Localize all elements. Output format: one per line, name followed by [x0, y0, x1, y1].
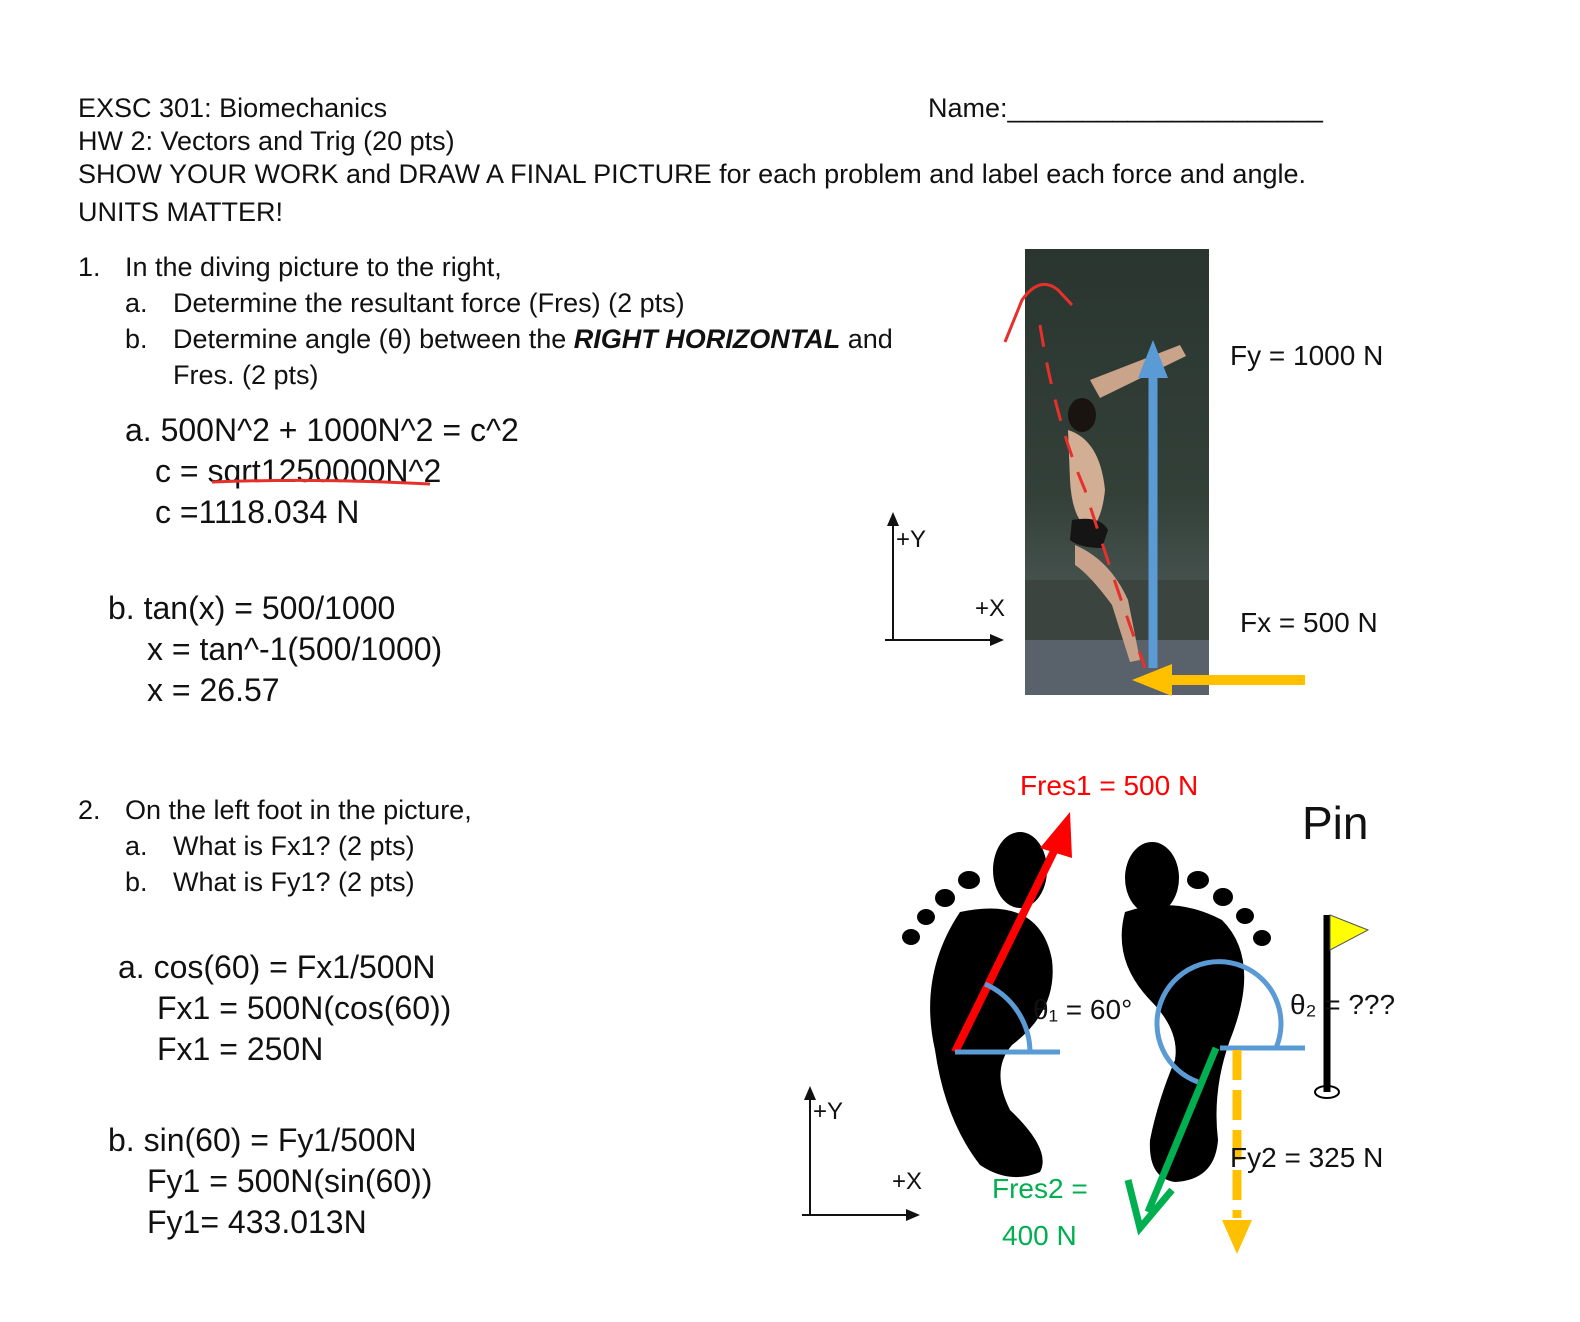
- p2-b-marker: b.: [125, 867, 148, 897]
- p2-answer-a-line2: Fx1 = 500N(cos(60)): [157, 990, 452, 1026]
- fx-arrow: [1132, 664, 1305, 696]
- theta1-label: θ₁ = 60°: [1033, 994, 1133, 1025]
- fres2-label-line1: Fres2 =: [992, 1173, 1088, 1204]
- p2-answer-b-line3: Fy1= 433.013N: [147, 1204, 367, 1240]
- name-field: Name:_____________________: [928, 92, 1323, 125]
- p2-answer-a-line3: Fx1 = 250N: [157, 1031, 324, 1067]
- p1-answer-b-line1: b. tan(x) = 500/1000: [108, 590, 396, 626]
- p1-b-text-emph: RIGHT HORIZONTAL: [573, 324, 841, 354]
- annotation-underline: [211, 478, 431, 486]
- p1-answer-a-line1: a. 500N^2 + 1000N^2 = c^2: [125, 412, 519, 448]
- course-title: EXSC 301: Biomechanics: [78, 93, 388, 123]
- trajectory-annotation: [1003, 282, 1147, 669]
- fy2-arrow: [1222, 1050, 1252, 1254]
- fy-arrow: [1138, 340, 1168, 668]
- theta2-label: θ₂ = ???: [1290, 989, 1396, 1020]
- p2-answer-b-line1: b. sin(60) = Fy1/500N: [108, 1122, 417, 1158]
- p2-answer-b-line2: Fy1 = 500N(sin(60)): [147, 1163, 433, 1199]
- p2-axis-y-label: +Y: [813, 1098, 844, 1125]
- p2-prompt: On the left foot in the picture,: [125, 795, 472, 825]
- p1-a-text: Determine the resultant force (Fres) (2 …: [173, 288, 685, 318]
- p1-b-marker: b.: [125, 324, 148, 354]
- fres2-arrow: [1124, 1046, 1220, 1236]
- instructions: SHOW YOUR WORK and DRAW A FINAL PICTURE …: [78, 159, 1306, 189]
- p1-b-text-line2: Fres. (2 pts): [173, 360, 319, 390]
- p1-b-text-after: and: [840, 324, 893, 354]
- name-label: Name:: [928, 93, 1008, 123]
- p1-axis-y-label: +Y: [896, 526, 927, 553]
- fy2-label: Fy2 = 325 N: [1230, 1142, 1384, 1173]
- p1-answer-a-line3: c =1118.034 N: [155, 494, 360, 530]
- left-footprint: [902, 832, 1053, 1178]
- units-note: UNITS MATTER!: [78, 197, 283, 227]
- fres1-label: Fres1 = 500 N: [1020, 770, 1199, 801]
- p2-axis-x-label: +X: [892, 1168, 923, 1195]
- right-footprint: [1121, 842, 1271, 1182]
- diver-figure: [1068, 345, 1186, 662]
- p1-answer-b-line3: x = 26.57: [147, 672, 280, 708]
- theta1-angle-marker: [955, 981, 1060, 1055]
- p1-a-marker: a.: [125, 288, 148, 318]
- pin-label: Pin: [1302, 797, 1369, 849]
- golf-pin-icon: [1314, 914, 1370, 1099]
- p1-prompt: In the diving picture to the right,: [125, 252, 502, 282]
- p2-answer-a-line1: a. cos(60) = Fx1/500N: [118, 949, 436, 985]
- p2-number: 2.: [78, 795, 101, 825]
- p1-axis-x-label: +X: [975, 595, 1006, 622]
- p2-b-text: What is Fy1? (2 pts): [173, 867, 415, 897]
- p1-b-text-before: Determine angle (θ) between the: [173, 324, 574, 354]
- p2-a-text: What is Fx1? (2 pts): [173, 831, 415, 861]
- fres1-arrow: [951, 812, 1072, 1054]
- p2-a-marker: a.: [125, 831, 148, 861]
- fy-label: Fy = 1000 N: [1230, 340, 1384, 371]
- p1-number: 1.: [78, 252, 101, 282]
- name-line: _____________________: [1007, 93, 1323, 123]
- axes-problem2: [802, 1086, 920, 1221]
- fx-label: Fx = 500 N: [1240, 607, 1378, 638]
- p1-b-text: Determine angle (θ) between the RIGHT HO…: [173, 324, 893, 355]
- fres2-label-line2: 400 N: [1002, 1220, 1077, 1251]
- p1-answer-b-line2: x = tan^-1(500/1000): [147, 631, 443, 667]
- hw-title: HW 2: Vectors and Trig (20 pts): [78, 126, 455, 156]
- diving-photo: [1025, 249, 1209, 695]
- axes-problem1: [885, 512, 1004, 646]
- theta2-angle-marker: [1154, 959, 1305, 1085]
